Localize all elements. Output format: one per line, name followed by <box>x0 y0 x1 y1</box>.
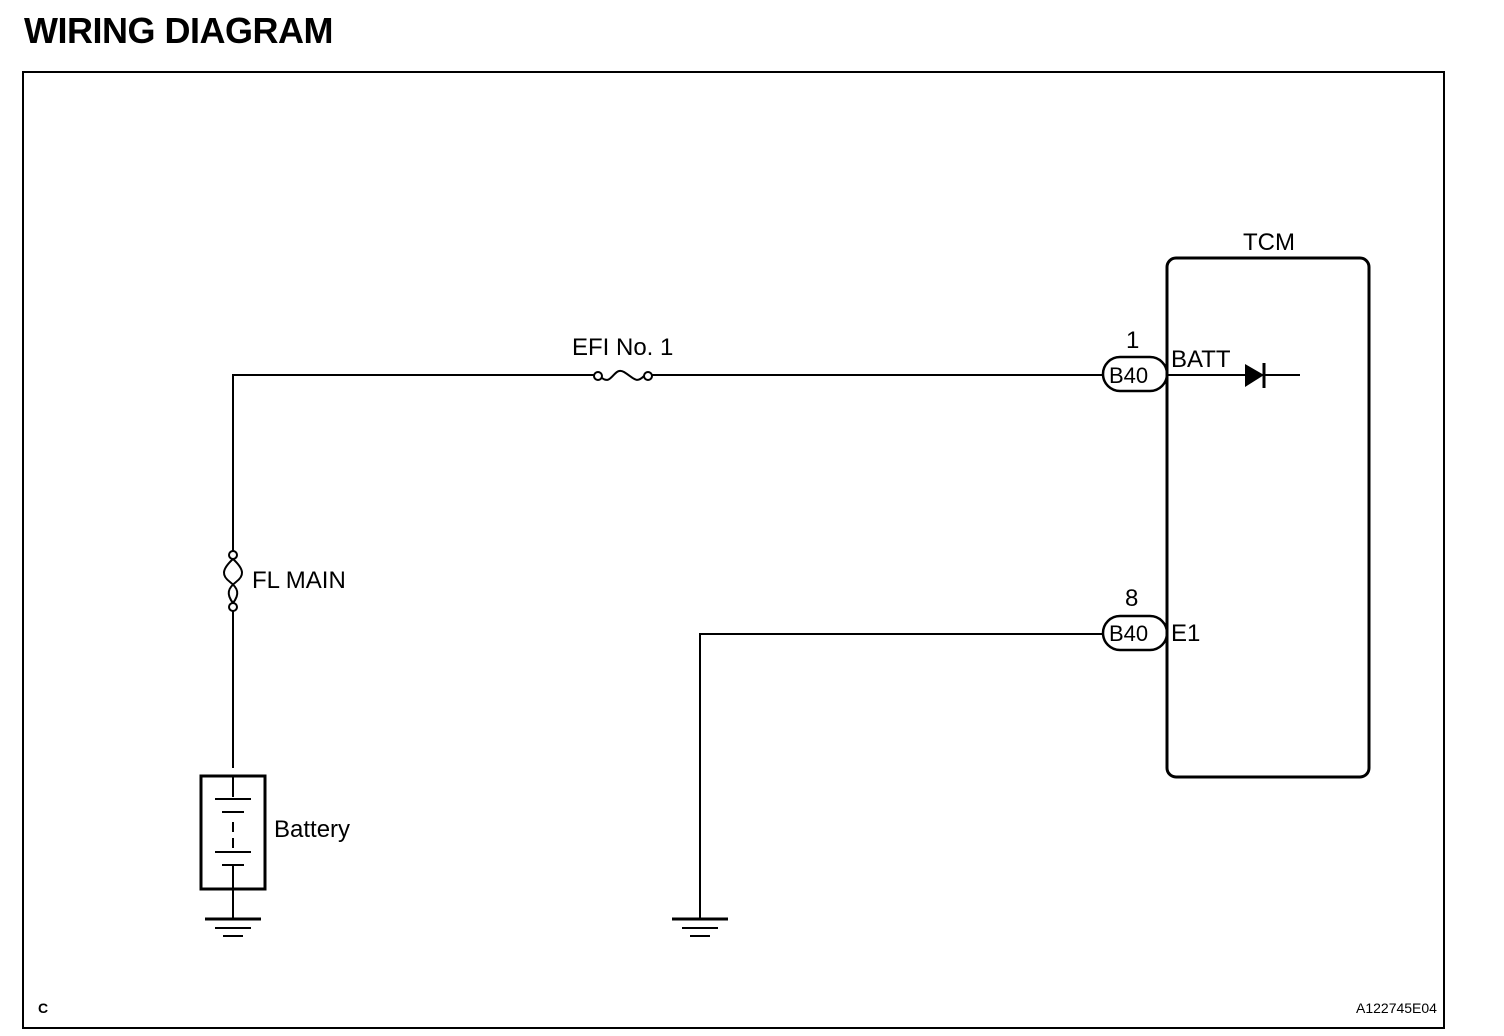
terminal-label: BATT <box>1171 346 1231 373</box>
wire-fl-to-efi <box>232 374 597 556</box>
fuse-efi-label: EFI No. 1 <box>572 334 673 361</box>
battery-label: Battery <box>274 816 350 843</box>
wire-e1-ground <box>699 633 1103 918</box>
ground-battery-icon <box>205 917 261 937</box>
connector-pin-number: 1 <box>1126 327 1139 354</box>
tcm-box <box>1165 256 1371 779</box>
connector-pin-number: 8 <box>1125 585 1138 612</box>
diagram-frame <box>22 71 1445 1029</box>
page-title: WIRING DIAGRAM <box>24 10 333 51</box>
terminal-label: E1 <box>1171 620 1200 647</box>
fuse-efi-symbol <box>593 369 653 381</box>
figure-id: A122745E04 <box>1356 1000 1437 1016</box>
fuse-fl-main-label: FL MAIN <box>252 567 346 594</box>
connector-b40-pin8 <box>1101 614 1169 652</box>
connector-code: B40 <box>1109 363 1148 388</box>
connector-code: B40 <box>1109 621 1148 646</box>
section-code: C <box>38 1000 48 1016</box>
diode-icon <box>1245 363 1266 388</box>
ground-e1-icon <box>672 917 728 937</box>
fuse-fl-main-symbol <box>223 550 243 612</box>
battery-symbol <box>199 774 267 918</box>
tcm-label: TCM <box>1243 229 1295 256</box>
